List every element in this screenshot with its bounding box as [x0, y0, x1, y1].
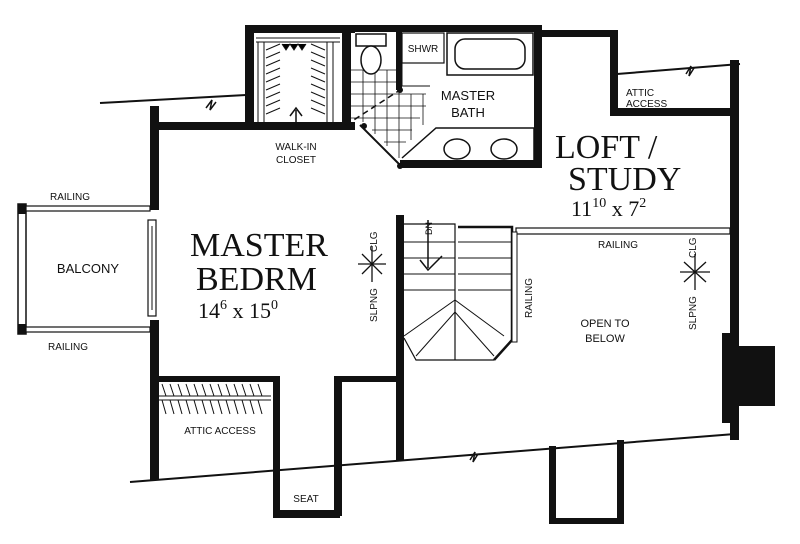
toilet-tank	[355, 33, 387, 47]
stair-down-label: DN	[424, 222, 434, 235]
loft-study: LOFT / STUDY 1110 x 72 ATTIC ACCESS	[555, 88, 681, 221]
walls	[150, 25, 775, 524]
clg-left-label: CLG	[369, 231, 380, 252]
break-marks	[205, 65, 695, 463]
sink-left-icon	[443, 138, 471, 160]
master-bedroom: MASTER BEDRM 146 x 150	[190, 227, 328, 323]
loft-railing: RAILING	[515, 227, 731, 251]
bath-tile-grid	[351, 69, 426, 158]
walk-in-closet: WALK-IN CLOSET	[256, 37, 340, 166]
closet-arrow-icon	[289, 106, 303, 128]
loft-name-line1: LOFT /	[555, 129, 658, 166]
open-to-below-line2: BELOW	[585, 333, 625, 345]
bath-label-line1: MASTER	[441, 88, 495, 103]
bedroom-dimensions: 146 x 150	[198, 298, 278, 323]
master-bath: SHWR MASTER BATH	[345, 32, 535, 169]
roof-lines	[99, 63, 741, 483]
loft-name-line2: STUDY	[568, 161, 681, 198]
balcony-label: BALCONY	[57, 261, 119, 276]
bedroom-name-line2: BEDRM	[196, 261, 317, 298]
toilet-bowl-icon	[360, 45, 382, 75]
slpng-left-label: SLPNG	[369, 288, 380, 322]
stairwell	[403, 220, 514, 361]
attic-access-top-line1: ATTIC	[626, 88, 654, 99]
closet-shelves	[256, 37, 340, 122]
attic-access-bottom-label: ATTIC ACCESS	[184, 426, 256, 437]
railing-top-label: RAILING	[50, 192, 90, 203]
sink-right-icon	[490, 138, 518, 160]
loft-dimensions: 1110 x 72	[571, 196, 646, 221]
bath-door	[345, 89, 401, 126]
open-to-below-line1: OPEN TO	[580, 318, 630, 330]
clg-right-label: CLG	[688, 237, 699, 258]
slpng-right-label: SLPNG	[688, 296, 699, 330]
bedroom-name-line1: MASTER	[190, 227, 328, 264]
sloping-ceiling-mark-left	[358, 246, 386, 282]
attic-access-top-line2: ACCESS	[626, 99, 667, 110]
bath-label-line2: BATH	[451, 105, 485, 120]
railing-bottom-label: RAILING	[48, 342, 88, 353]
stair-down-arrow-icon	[419, 220, 443, 272]
balcony: BALCONY RAILING RAILING	[17, 192, 157, 353]
closet-label-line1: WALK-IN	[275, 142, 316, 153]
railing-stair-label: RAILING	[524, 278, 535, 318]
seat-label: SEAT	[293, 494, 318, 505]
attic-access-bottom	[158, 383, 271, 415]
closet-label-line2: CLOSET	[276, 155, 316, 166]
shower-stall	[401, 32, 445, 64]
sloping-ceiling-mark-right	[680, 254, 710, 290]
railing-loft-label: RAILING	[598, 240, 638, 251]
stair-treads	[403, 241, 512, 357]
shower-label: SHWR	[408, 44, 439, 55]
